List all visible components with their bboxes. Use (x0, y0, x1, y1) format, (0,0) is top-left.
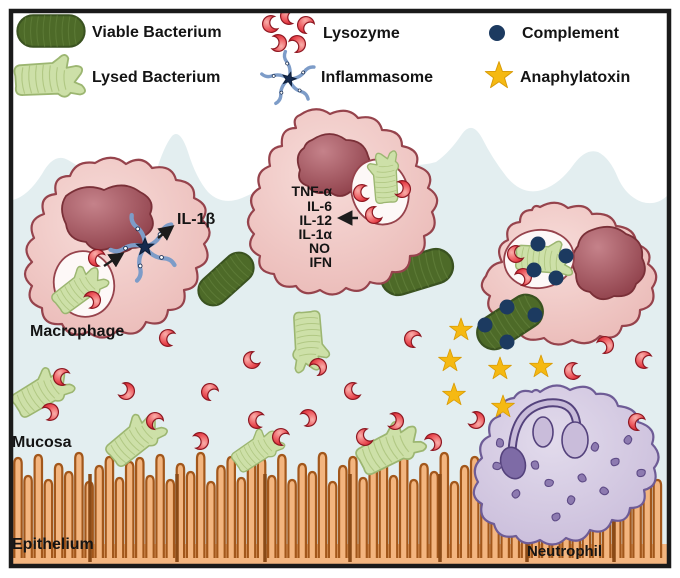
villus (327, 480, 338, 558)
cytokine-il1a: IL-1α (299, 226, 333, 242)
villus (307, 470, 318, 558)
complement-icon (558, 248, 574, 264)
villus (114, 476, 125, 558)
villus (388, 474, 399, 558)
villus (246, 460, 257, 558)
villus (368, 460, 378, 558)
complement-icon (489, 25, 505, 41)
complement-icon (499, 299, 515, 315)
neutrophil-label: Neutrophil (527, 543, 602, 560)
cytokine-ifn: IFN (309, 254, 332, 270)
villus (53, 462, 64, 558)
legend: Viable Bacterium Lysed Bacterium Lysozym… (13, 13, 630, 111)
villus (277, 453, 287, 558)
il1b-label: IL-1β (177, 211, 215, 228)
villus (287, 478, 297, 558)
villus (43, 478, 54, 558)
villus (13, 456, 23, 558)
villus (398, 453, 409, 558)
villus (358, 476, 368, 558)
villus (236, 476, 247, 558)
complement-icon (548, 270, 564, 286)
villus (74, 451, 84, 558)
epithelium-label: Epithelium (12, 536, 94, 553)
cytokine-no: NO (309, 240, 330, 256)
villus (226, 455, 236, 558)
cytokine-tnfa: TNF-α (292, 183, 333, 199)
villus (297, 462, 307, 558)
legend-label-viable: Viable Bacterium (92, 24, 222, 41)
complement-icon (477, 317, 493, 333)
legend-label-complement: Complement (522, 25, 620, 42)
neutrophil-granule (495, 437, 505, 448)
villus (165, 478, 176, 558)
villus (439, 451, 450, 558)
neutrophil-nucleus-lobe (532, 416, 554, 448)
villus (63, 470, 74, 558)
villus (94, 464, 104, 558)
villus (429, 470, 439, 558)
legend-label-lysozyme: Lysozyme (323, 25, 400, 42)
villus (145, 474, 155, 558)
complement-icon (530, 236, 546, 252)
cytokine-list: TNF-α IL-6 IL-12 IL-1α NO IFN (292, 183, 333, 270)
villus (419, 462, 429, 558)
villus (652, 478, 663, 558)
neutrophil (472, 384, 660, 546)
scatter-layer (41, 179, 653, 453)
inflammasome-icon (255, 47, 318, 111)
villus (317, 451, 328, 558)
villus (104, 455, 115, 558)
villus (206, 480, 216, 558)
neutrophil-granule (544, 478, 555, 488)
neutrophil-nucleus-lobe (561, 421, 589, 459)
cytokine-il6: IL-6 (307, 198, 332, 214)
villus (185, 470, 196, 558)
legend-label-lysed: Lysed Bacterium (92, 69, 220, 86)
complement-icon (499, 334, 515, 350)
macrophage-left: IL-1β Macrophage (23, 156, 215, 340)
figure-border (8, 8, 672, 569)
villus (155, 453, 165, 558)
viable-bacterium-icon (16, 14, 86, 48)
villus (267, 474, 277, 558)
villus (338, 464, 348, 558)
villus (33, 453, 44, 558)
villus (449, 480, 460, 558)
villus (409, 478, 419, 558)
macrophage-middle: TNF-α IL-6 IL-12 IL-1α NO IFN (246, 108, 439, 296)
arrow-phagosome-to-inflammasome (103, 252, 125, 268)
arrow-inflammasome-to-il1b (157, 225, 175, 241)
villus (195, 451, 206, 558)
complement-icon (526, 262, 542, 278)
cytokine-il12: IL-12 (299, 212, 332, 228)
legend-label-anaphylatoxin: Anaphylatoxin (520, 69, 630, 86)
complement-icon (527, 307, 543, 323)
anaphylatoxin-icon (484, 61, 514, 89)
villus (135, 456, 145, 558)
mucosa-label: Mucosa (12, 434, 72, 451)
neutrophil-nucleus-band-core (509, 400, 580, 455)
villus (124, 460, 135, 558)
villus (378, 456, 389, 558)
villus (23, 474, 33, 558)
legend-label-inflammasome: Inflammasome (321, 69, 433, 86)
villus (216, 464, 226, 558)
lysed-bacterium-icon (13, 52, 87, 102)
macrophage-right-nucleus (571, 225, 646, 301)
villus (459, 464, 470, 558)
macrophage-label: Macrophage (30, 323, 124, 340)
